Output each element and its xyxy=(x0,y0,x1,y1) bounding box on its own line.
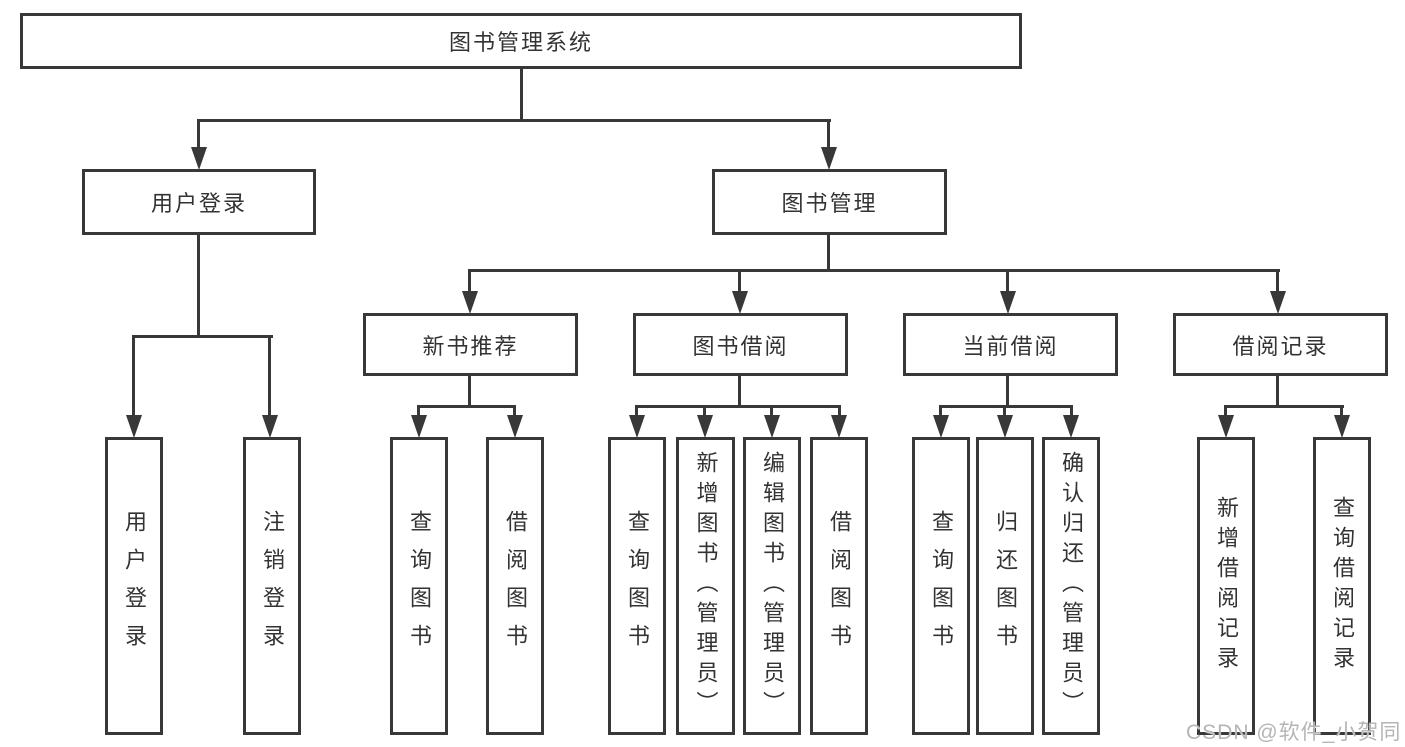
leaf-label: 查询图书 xyxy=(407,510,432,662)
arrow-down-icon xyxy=(1218,415,1234,438)
leaf-search-books-borrowing: 查询图书 xyxy=(608,437,666,735)
node-book-borrowing: 图书借阅 xyxy=(633,313,848,376)
leaf-edit-books-admin: 编辑图书（管理员） xyxy=(743,437,801,735)
arrow-down-icon xyxy=(1063,415,1079,438)
connector-line xyxy=(738,269,741,293)
connector-line xyxy=(1340,405,1343,417)
connector-line xyxy=(520,68,523,121)
arrow-down-icon xyxy=(732,291,748,314)
connector-line xyxy=(468,269,1280,272)
connector-line xyxy=(417,405,516,408)
leaf-add-books-admin: 新增图书（管理员） xyxy=(676,437,735,735)
node-book-management: 图书管理 xyxy=(712,169,947,235)
node-current-borrowing: 当前借阅 xyxy=(903,313,1118,376)
connector-line xyxy=(197,234,200,338)
arrow-down-icon xyxy=(1334,415,1350,438)
arrow-down-icon xyxy=(821,147,837,170)
arrow-down-icon xyxy=(191,147,207,170)
leaf-search-borrow-record: 查询借阅记录 xyxy=(1313,437,1371,735)
leaf-borrow-books-recommend: 借阅图书 xyxy=(486,437,544,735)
connector-line xyxy=(132,335,273,338)
leaf-label: 编辑图书（管理员） xyxy=(760,451,785,721)
connector-line xyxy=(1224,405,1344,408)
leaf-add-borrow-record: 新增借阅记录 xyxy=(1197,437,1255,735)
arrow-down-icon xyxy=(629,415,645,438)
arrow-down-icon xyxy=(764,415,780,438)
leaf-label: 查询图书 xyxy=(929,510,954,662)
leaf-user-login: 用户登录 xyxy=(105,437,163,735)
node-user-login: 用户登录 xyxy=(82,169,316,235)
connector-line xyxy=(1276,269,1279,293)
connector-line xyxy=(132,335,135,417)
leaf-confirm-return-admin: 确认归还（管理员） xyxy=(1042,437,1100,735)
connector-line xyxy=(1006,269,1009,293)
watermark-text: CSDN @软件_小贺同学 xyxy=(1186,721,1402,744)
connector-line xyxy=(738,376,741,408)
leaf-label: 借阅图书 xyxy=(503,510,528,662)
leaf-label: 借阅图书 xyxy=(827,510,852,662)
connector-line xyxy=(635,405,638,417)
connector-line xyxy=(1224,405,1227,417)
arrow-down-icon xyxy=(411,415,427,438)
connector-line xyxy=(635,405,841,408)
arrow-down-icon xyxy=(697,415,713,438)
leaf-label: 用户登录 xyxy=(122,510,147,662)
connector-line xyxy=(1006,376,1009,408)
leaf-search-books-recommend: 查询图书 xyxy=(390,437,448,735)
connector-line xyxy=(417,405,420,417)
connector-line xyxy=(513,405,516,417)
connector-line xyxy=(1003,405,1006,417)
node-new-book-recommendation: 新书推荐 xyxy=(363,313,578,376)
node-library-management-system: 图书管理系统 xyxy=(20,13,1022,69)
connector-line xyxy=(1070,405,1073,417)
leaf-label: 新增图书（管理员） xyxy=(693,451,719,721)
arrow-down-icon xyxy=(997,415,1013,438)
connector-line xyxy=(827,234,830,272)
connector-line xyxy=(468,376,471,408)
leaf-label: 查询借阅记录 xyxy=(1330,496,1355,676)
leaf-label: 确认归还（管理员） xyxy=(1059,451,1084,721)
leaf-label: 注销登录 xyxy=(260,510,285,662)
leaf-borrow-books: 借阅图书 xyxy=(810,437,868,735)
arrow-down-icon xyxy=(126,415,142,438)
leaf-label: 归还图书 xyxy=(993,510,1018,662)
connector-line xyxy=(1276,376,1279,408)
connector-line xyxy=(268,335,271,417)
connector-line xyxy=(770,405,773,417)
connector-line xyxy=(838,405,841,417)
arrow-down-icon xyxy=(262,415,278,438)
connector-line xyxy=(939,405,942,417)
connector-line xyxy=(827,119,830,149)
connector-line xyxy=(939,405,1073,408)
leaf-return-books: 归还图书 xyxy=(976,437,1034,735)
leaf-search-books-current: 查询图书 xyxy=(912,437,970,735)
arrow-down-icon xyxy=(462,291,478,314)
arrow-down-icon xyxy=(933,415,949,438)
arrow-down-icon xyxy=(831,415,847,438)
leaf-label: 新增借阅记录 xyxy=(1214,496,1239,676)
leaf-label: 查询图书 xyxy=(625,510,650,662)
leaf-logout: 注销登录 xyxy=(243,437,301,735)
arrow-down-icon xyxy=(507,415,523,438)
connector-line xyxy=(703,405,706,417)
connector-line xyxy=(197,119,831,122)
arrow-down-icon xyxy=(1270,291,1286,314)
connector-line xyxy=(197,119,200,149)
connector-line xyxy=(468,269,471,293)
arrow-down-icon xyxy=(1000,291,1016,314)
node-borrowing-records: 借阅记录 xyxy=(1173,313,1388,376)
